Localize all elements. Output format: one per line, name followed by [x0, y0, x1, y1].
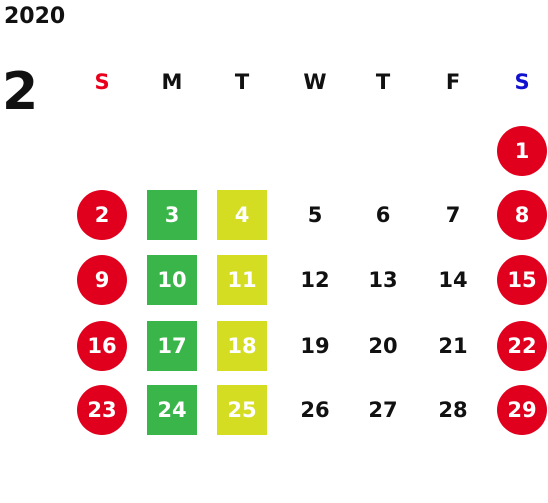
- day-cell[interactable]: 5: [307, 203, 323, 227]
- day-cell[interactable]: 27: [368, 398, 398, 422]
- day-cell[interactable]: 23: [77, 385, 127, 435]
- day-cell[interactable]: 4: [217, 190, 267, 240]
- day-cell[interactable]: 11: [217, 255, 267, 305]
- day-cell[interactable]: 25: [217, 385, 267, 435]
- day-cell[interactable]: 17: [147, 321, 197, 371]
- day-cell[interactable]: 1: [497, 126, 547, 176]
- weekday-header-thu: T: [375, 70, 391, 94]
- day-cell[interactable]: 26: [300, 398, 330, 422]
- day-cell[interactable]: 10: [147, 255, 197, 305]
- weekday-header-mon: M: [161, 70, 183, 94]
- weekday-header-sat: S: [514, 70, 530, 94]
- day-cell[interactable]: 15: [497, 255, 547, 305]
- day-cell[interactable]: 2: [77, 190, 127, 240]
- day-cell[interactable]: 6: [375, 203, 391, 227]
- weekday-header-tue: T: [234, 70, 250, 94]
- day-cell[interactable]: 28: [438, 398, 468, 422]
- year-label: 2020: [4, 4, 66, 29]
- day-cell[interactable]: 9: [77, 255, 127, 305]
- day-cell[interactable]: 7: [445, 203, 461, 227]
- weekday-header-fri: F: [445, 70, 461, 94]
- day-cell[interactable]: 14: [438, 268, 468, 292]
- day-cell[interactable]: 16: [77, 321, 127, 371]
- month-number: 2: [2, 62, 39, 122]
- day-cell[interactable]: 24: [147, 385, 197, 435]
- day-cell[interactable]: 20: [368, 334, 398, 358]
- day-cell[interactable]: 19: [300, 334, 330, 358]
- day-cell[interactable]: 21: [438, 334, 468, 358]
- day-cell[interactable]: 3: [147, 190, 197, 240]
- day-cell[interactable]: 13: [368, 268, 398, 292]
- day-cell[interactable]: 18: [217, 321, 267, 371]
- day-cell[interactable]: 8: [497, 190, 547, 240]
- day-cell[interactable]: 22: [497, 321, 547, 371]
- weekday-header-sun: S: [94, 70, 110, 94]
- weekday-header-wed: W: [303, 70, 327, 94]
- day-cell[interactable]: 12: [300, 268, 330, 292]
- day-cell[interactable]: 29: [497, 385, 547, 435]
